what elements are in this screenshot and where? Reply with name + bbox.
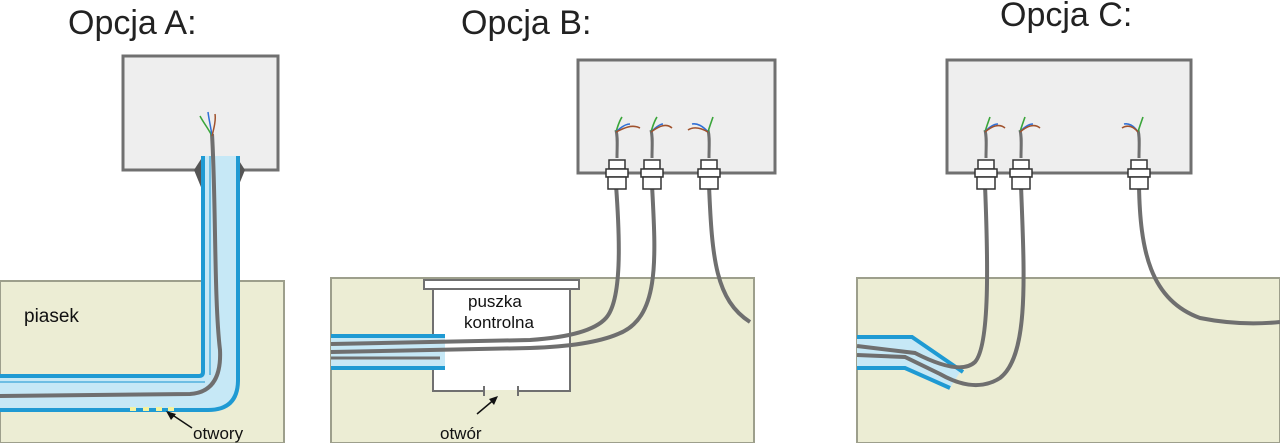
wires-c (983, 116, 1144, 159)
conduit-a-edge-outer (0, 156, 240, 412)
drain-holes (130, 407, 174, 411)
cable-gland-b2 (640, 159, 664, 190)
cable-c3 (1137, 184, 1280, 326)
sand-label: piasek (24, 306, 79, 327)
conduit-a-edge-inner (0, 156, 205, 378)
cable-gland-c2 (1009, 159, 1033, 190)
option-a-title: Opcja A: (68, 4, 197, 42)
option-a: Opcja A: piasek otwory (0, 4, 285, 443)
cable-b1 (330, 184, 621, 346)
holes-label: otwory (193, 424, 244, 443)
option-b-title: Opcja B: (461, 4, 591, 42)
wire-green-a (199, 115, 213, 137)
control-box-label-2: kontrolna (464, 313, 534, 332)
cable-gland-c1 (974, 159, 998, 190)
hole-label: otwór (440, 424, 482, 443)
junction-box-b (576, 58, 777, 175)
cable-gland-b1 (605, 159, 629, 190)
cable-c1 (856, 184, 990, 370)
arrow-hole-head (489, 396, 498, 405)
wires-b (614, 116, 714, 159)
cable-c2 (856, 184, 1026, 388)
option-b: Opcja B: puszka kontrolna (330, 4, 777, 443)
arrow-holes-head (166, 411, 176, 420)
option-c-title: Opcja C: (1000, 0, 1132, 34)
control-box-label-1: puszka (468, 292, 522, 311)
conduit-gland-a (194, 156, 203, 192)
wire-brown-a (211, 113, 216, 137)
option-c: Opcja C: (856, 0, 1280, 443)
cable-b2 (330, 184, 657, 354)
junction-box-a (121, 54, 280, 172)
cable-gland-c3 (1127, 159, 1151, 190)
cable-gland-b3 (697, 159, 721, 190)
cable-a (0, 133, 223, 398)
cable-b3 (707, 184, 752, 324)
control-box-lid (423, 279, 580, 290)
junction-box-c (945, 58, 1193, 175)
